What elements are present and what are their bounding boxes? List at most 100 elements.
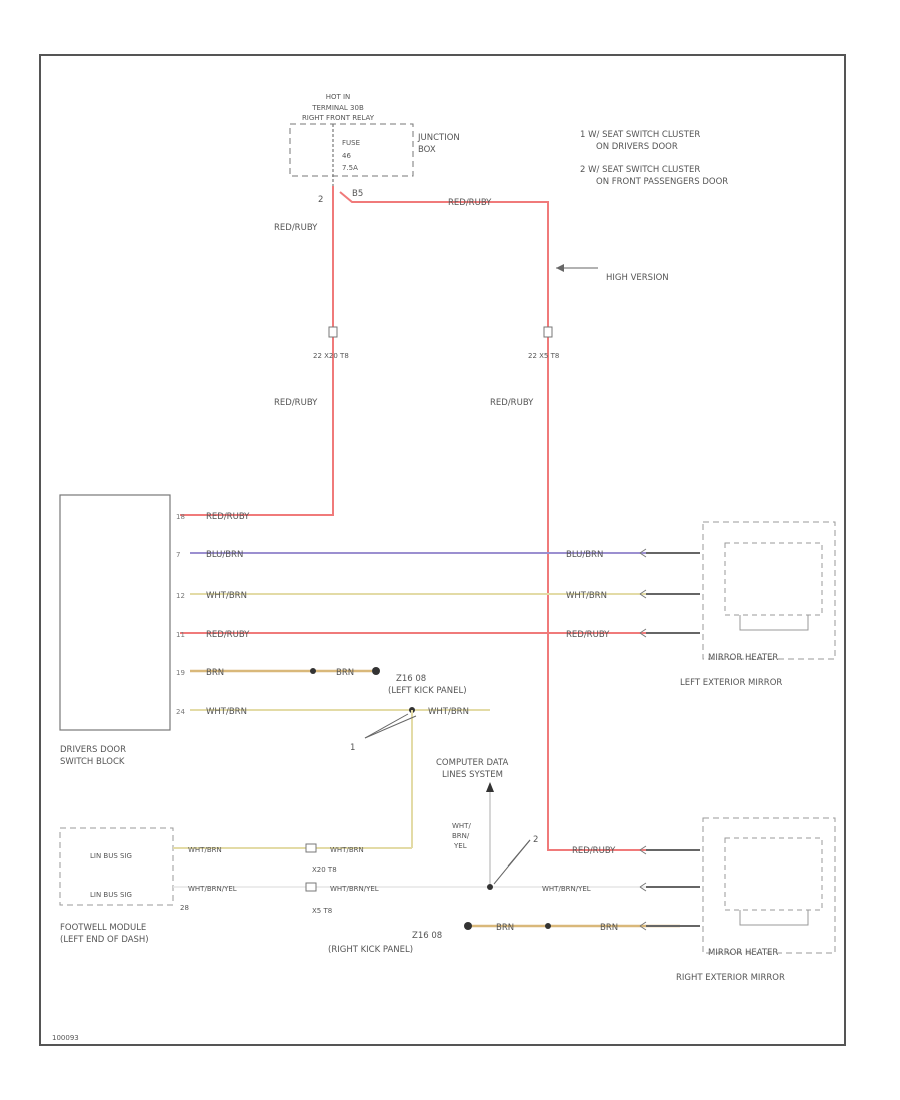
footwell-label-2: (LEFT END OF DASH)	[60, 935, 149, 945]
stack-label-2: BRN/	[452, 832, 470, 840]
fuse-label: FUSE	[342, 139, 360, 147]
ground-splice-left	[310, 668, 316, 674]
right-mirror-heater-element	[739, 910, 809, 926]
right-mirror-pins	[639, 845, 647, 931]
left-mirror-label: LEFT EXTERIOR MIRROR	[680, 678, 782, 688]
wire-label-lin-2a: WHT/BRN/YEL	[188, 885, 237, 893]
right-mirror-label: RIGHT EXTERIOR MIRROR	[676, 973, 785, 983]
left-pin-3	[639, 628, 647, 638]
fuse-relay: RIGHT FRONT RELAY	[302, 114, 375, 122]
connector-x5-lin	[305, 882, 317, 892]
z16-right-label-1: Z16 08	[412, 931, 442, 941]
diagram-code: 100093	[52, 1034, 79, 1042]
junction-box-label-1: JUNCTION	[417, 133, 460, 143]
splice-lin-right	[487, 884, 493, 890]
pin-6: 24	[176, 708, 185, 716]
driver-door-label-2: SWITCH BLOCK	[60, 757, 125, 767]
wire-label-red-6: RED/RUBY	[206, 630, 250, 640]
pin-2: 7	[176, 551, 180, 559]
lin-bus-2: LIN BUS SIG	[90, 891, 132, 899]
right-mirror-outline	[702, 817, 836, 954]
footwell-module	[59, 827, 174, 906]
computer-data-label-2: LINES SYSTEM	[442, 770, 503, 780]
callout-1-line-b	[364, 715, 417, 739]
computer-data-arrow-up	[486, 782, 494, 792]
connector-x5-right	[543, 326, 553, 338]
note-2-line-1: 2 W/ SEAT SWITCH CLUSTER	[580, 165, 700, 175]
ground-point-left	[372, 667, 380, 675]
left-pin-1	[639, 548, 647, 558]
connector-x5-lin-label: X5 T8	[312, 907, 332, 915]
callout-2-line-b	[493, 839, 531, 885]
wire-label-blue-2: BLU/BRN	[566, 550, 603, 560]
fuse-terminal: TERMINAL 30B	[311, 104, 364, 112]
computer-data-label-1: COMPUTER DATA	[436, 758, 509, 768]
wire-label-lin-1a: WHT/BRN	[188, 846, 222, 854]
pin-1: 18	[176, 513, 185, 521]
note-1-line-1: 1 W/ SEAT SWITCH CLUSTER	[580, 130, 700, 140]
wire-red-right	[339, 191, 680, 851]
fuse-amp: 7.5A	[342, 164, 358, 172]
wire-label-red-3: RED/RUBY	[274, 398, 318, 408]
connector-x20-lin-label: X20 T8	[312, 866, 337, 874]
right-mirror-heater	[724, 837, 823, 911]
wire-label-red-4: RED/RUBY	[490, 398, 534, 408]
right-mirror-heater-label: MIRROR HEATER	[708, 948, 778, 958]
right-pin-1	[639, 845, 647, 855]
note-1-line-2: ON DRIVERS DOOR	[596, 142, 678, 152]
connector-label-right: 22 X5 T8	[528, 352, 559, 360]
diagram-frame	[39, 54, 846, 1046]
wire-red-left	[180, 186, 334, 516]
driver-door-switch-block	[59, 494, 171, 731]
wire-label-tan-2: WHT/BRN	[566, 591, 607, 601]
left-pin-2	[639, 589, 647, 599]
wire-label-brn-1: BRN	[206, 668, 224, 678]
left-mirror-heater-label: MIRROR HEATER	[708, 653, 778, 663]
left-mirror-heater	[724, 542, 823, 616]
wire-label-red-1: RED/RUBY	[274, 223, 318, 233]
stack-label-1: WHT/	[452, 822, 471, 830]
wire-label-brn-2: BRN	[336, 668, 354, 678]
right-pin-3	[639, 921, 647, 931]
pin-3: 12	[176, 592, 185, 600]
callout-1: 1	[350, 743, 355, 753]
connector-x20-left	[328, 326, 338, 338]
wire-label-tan-1: WHT/BRN	[206, 591, 247, 601]
junction-box-outline	[289, 123, 414, 177]
high-version-label: HIGH VERSION	[606, 273, 669, 283]
wire-label-red-2: RED/RUBY	[448, 198, 492, 208]
wire-label-lin-1b: WHT/BRN	[330, 846, 364, 854]
junction-box-label-2: BOX	[418, 145, 436, 155]
lin-bus-1: LIN BUS SIG	[90, 852, 132, 860]
z16-left-label-1: Z16 08	[396, 674, 426, 684]
fuse-pin: 2	[318, 195, 323, 205]
wire-label-blue-1: BLU/BRN	[206, 550, 243, 560]
fuse-pin-2: B5	[352, 189, 363, 199]
ground-splice-right	[545, 923, 551, 929]
stack-label-3: YEL	[453, 842, 467, 850]
footwell-label-1: FOOTWELL MODULE	[60, 923, 146, 933]
connector-label-left: 22 X20 T8	[313, 352, 349, 360]
wire-label-red-5: RED/RUBY	[206, 512, 250, 522]
wire-label-tan-3: WHT/BRN	[206, 707, 247, 717]
callout-1-line-a	[364, 713, 409, 739]
wire-label-lin-2b: WHT/BRN/YEL	[330, 885, 379, 893]
z16-right-label-2: (RIGHT KICK PANEL)	[328, 945, 413, 955]
left-mirror-heater-element	[739, 615, 809, 631]
callout-2: 2	[533, 835, 538, 845]
mirror-stubs	[646, 552, 700, 927]
footwell-pin-28: 28	[180, 904, 189, 912]
left-mirror-outline	[702, 521, 836, 660]
right-pin-2	[639, 882, 647, 892]
z16-left-label-2: (LEFT KICK PANEL)	[388, 686, 467, 696]
wire-label-brn-4: BRN	[600, 923, 618, 933]
wire-label-brn-3: BRN	[496, 923, 514, 933]
wire-label-lin-2c: WHT/BRN/YEL	[542, 885, 591, 893]
pin-4: 11	[176, 631, 185, 639]
connector-x20-lin	[305, 843, 317, 853]
wire-label-red-8: RED/RUBY	[572, 846, 616, 856]
wire-label-tan-4: WHT/BRN	[428, 707, 469, 717]
high-version-arrow-head	[556, 264, 564, 272]
